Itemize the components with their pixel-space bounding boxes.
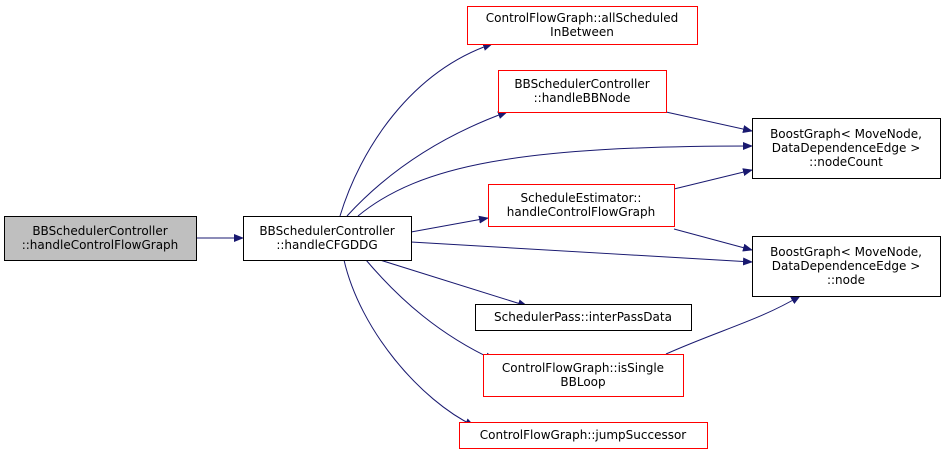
node-label-line: BBSchedulerController <box>32 224 167 238</box>
node-label-line: ControlFlowGraph::allScheduled <box>486 11 678 25</box>
node-label-line: BBSchedulerController <box>259 224 394 238</box>
node-box <box>483 354 684 397</box>
edge-handleCFGDDG-to-handleBBNode <box>346 111 508 217</box>
edge-handleCFGDDG-to-allScheduledInBetween <box>339 43 493 217</box>
node-label-line: DataDependenceEdge > <box>772 259 921 273</box>
node-label-line: BoostGraph< MoveNode, <box>770 245 922 259</box>
node-box <box>475 304 692 331</box>
edge-handleCFGDDG-to-isSingleBBLoop <box>365 259 495 361</box>
node-label-line: BBSchedulerController <box>514 77 649 91</box>
edge-scheduleEstimator-to-nodeCount <box>673 168 753 190</box>
node-box <box>488 184 675 227</box>
node-label-line: ::handleControlFlowGraph <box>22 238 179 252</box>
edge-scheduleEstimator-to-node <box>673 228 753 252</box>
node-label-line: handleControlFlowGraph <box>507 205 655 219</box>
node-label-line: InBetween <box>550 25 614 39</box>
node-handleCFGDDG[interactable]: BBSchedulerController::handleCFGDDG <box>243 216 412 261</box>
node-box <box>243 216 412 261</box>
node-label-line: ::handleCFGDDG <box>276 238 377 252</box>
edge-handleCFGDDG-to-nodeCount <box>357 142 753 217</box>
edges-layer <box>196 43 801 427</box>
node-label-line: BBLoop <box>560 375 605 389</box>
node-label-line: SchedulerPass::interPassData <box>494 310 672 324</box>
node-interPassData[interactable]: SchedulerPass::interPassData <box>475 304 692 331</box>
node-jumpSuccessor[interactable]: ControlFlowGraph::jumpSuccessor <box>459 422 708 449</box>
node-label-line: ControlFlowGraph::isSingle <box>502 361 664 375</box>
node-label-line: ::node <box>827 273 865 287</box>
nodes-layer: BBSchedulerController::handleControlFlow… <box>4 6 941 449</box>
node-box <box>4 216 197 261</box>
edge-handleCFGDDG-to-scheduleEstimator <box>410 215 489 233</box>
node-box <box>752 236 941 297</box>
node-label-line: ScheduleEstimator:: <box>521 191 642 205</box>
node-nodeCount[interactable]: BoostGraph< MoveNode,DataDependenceEdge … <box>752 118 941 179</box>
node-handleBBNode[interactable]: BBSchedulerController::handleBBNode <box>498 70 667 113</box>
edge-isSingleBBLoop-to-node <box>665 295 801 355</box>
node-root[interactable]: BBSchedulerController::handleControlFlow… <box>4 216 197 261</box>
node-box <box>752 118 941 179</box>
edge-handleCFGDDG-to-jumpSuccessor <box>343 259 475 427</box>
edge-handleBBNode-to-nodeCount <box>665 111 753 133</box>
node-label-line: ControlFlowGraph::jumpSuccessor <box>480 428 687 442</box>
node-scheduleEstimator[interactable]: ScheduleEstimator::handleControlFlowGrap… <box>488 184 675 227</box>
node-label-line: DataDependenceEdge > <box>772 141 921 155</box>
node-node[interactable]: BoostGraph< MoveNode,DataDependenceEdge … <box>752 236 941 297</box>
node-box <box>467 6 698 45</box>
edge-handleCFGDDG-to-node <box>410 241 753 266</box>
node-label-line: ::handleBBNode <box>534 91 631 105</box>
edge-handleCFGDDG-to-interPassData <box>379 259 528 308</box>
node-box <box>498 70 667 113</box>
node-box <box>459 422 708 449</box>
node-label-line: BoostGraph< MoveNode, <box>770 127 922 141</box>
node-label-line: ::nodeCount <box>809 155 883 169</box>
